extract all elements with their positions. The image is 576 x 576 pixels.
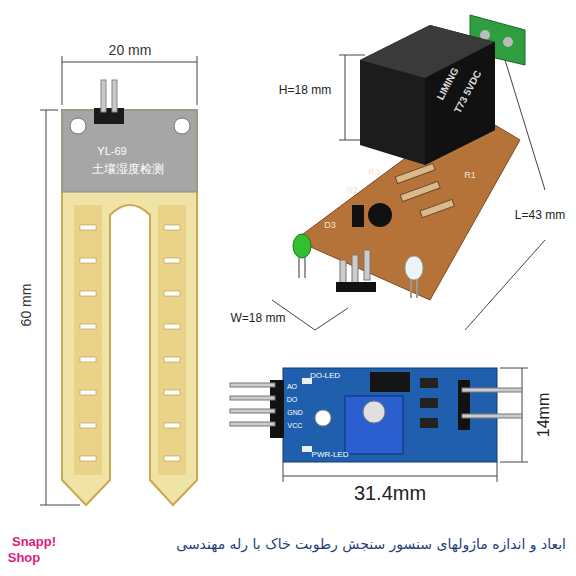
comparator-module	[230, 368, 522, 462]
component-ref: R3	[368, 168, 380, 177]
relay-module	[293, 15, 525, 300]
caption: ابعاد و اندازه ماژولهای سنسور سنجش رطوبت…	[176, 536, 566, 552]
dimension-label: H=18 mm	[279, 84, 331, 96]
part-name: YL-69	[97, 146, 126, 157]
dimension-label: 31.4mm	[354, 483, 426, 503]
pin-name: GND	[287, 409, 303, 416]
dimension-label: 20 mm	[109, 43, 152, 57]
logo: Shop	[8, 551, 41, 564]
pin-name: DO	[287, 396, 298, 403]
component-ref: D3	[324, 221, 336, 230]
pin-name: PWR-LED	[312, 451, 349, 459]
soil-probe	[62, 80, 197, 505]
pin-name: VCC	[288, 422, 303, 429]
component-ref: R1	[464, 171, 476, 180]
pin-name: DO-LED	[310, 372, 340, 380]
dimension-label: 14mm	[536, 393, 552, 437]
dimension-label: 60 mm	[19, 284, 33, 327]
pin-name: AO	[287, 383, 297, 390]
dimension-label: W=18 mm	[230, 312, 285, 324]
dimension-label: L=43 mm	[515, 209, 565, 221]
component-ref: R2	[346, 186, 358, 195]
part-text: 土壤湿度检测	[92, 163, 164, 175]
logo: Snapp!	[12, 535, 56, 548]
